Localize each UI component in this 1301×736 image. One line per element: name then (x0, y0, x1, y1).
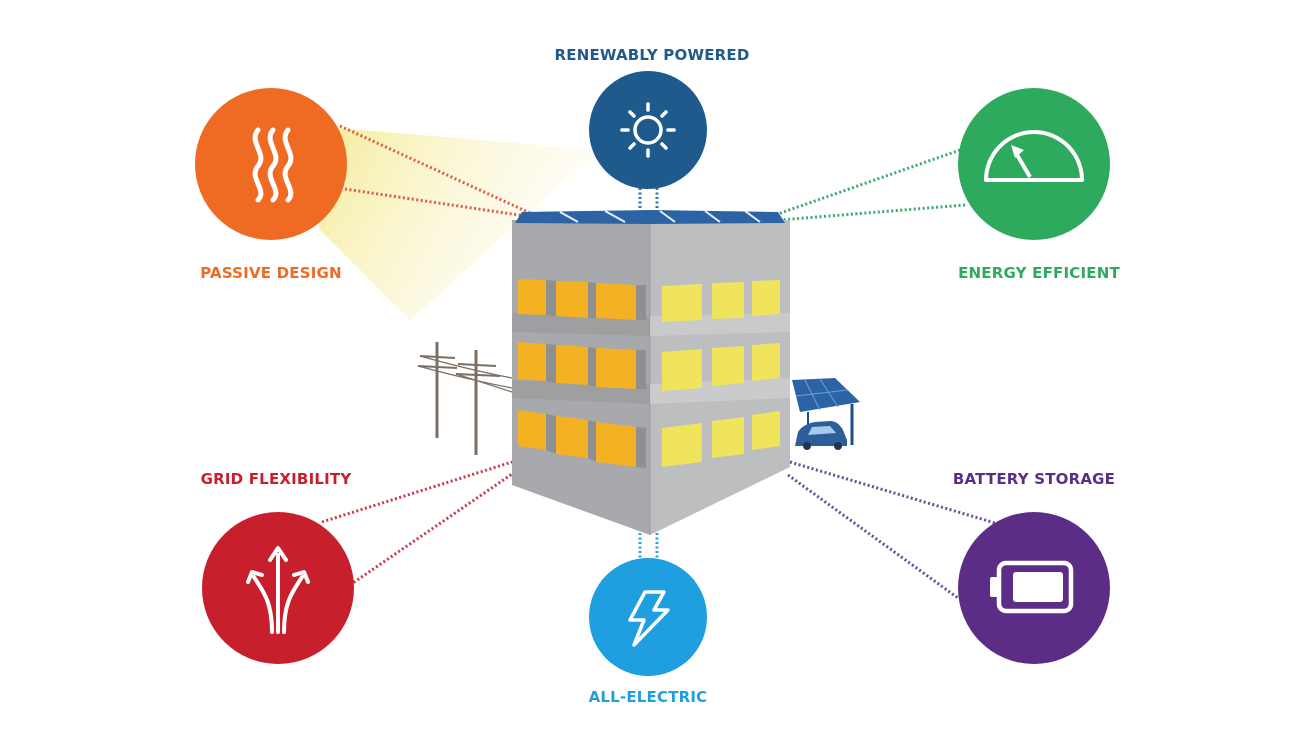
passive-connector-top (339, 124, 531, 215)
sun-icon (620, 102, 676, 158)
gauge-icon (984, 130, 1084, 182)
renewable-feature (589, 71, 707, 189)
branching-arrows-icon (246, 546, 310, 634)
battery-feature (958, 512, 1110, 664)
rooftop-solar-panels (515, 210, 785, 224)
passive-label: PASSIVE DESIGN (200, 264, 342, 282)
building-icon (512, 210, 790, 535)
grid-feature (202, 512, 354, 664)
car-icon (795, 421, 847, 450)
left-windows (518, 279, 636, 467)
efficient-circle (958, 88, 1110, 240)
connector-lines (321, 124, 996, 600)
battery-icon (990, 560, 1074, 614)
efficient-connector-bottom (779, 203, 966, 222)
efficient-connector-top (774, 148, 961, 217)
right-windows (662, 280, 780, 467)
passive-circle (195, 88, 347, 240)
grid-label: GRID FLEXIBILITY (200, 470, 352, 488)
electric-feature (589, 558, 707, 676)
power-pole-icon (417, 342, 513, 455)
efficient-label: ENERGY EFFICIENT (958, 264, 1120, 282)
solar-carport-icon (792, 378, 860, 445)
efficient-feature (958, 88, 1110, 240)
grid-connector-top (321, 460, 513, 524)
battery-label: BATTERY STORAGE (952, 470, 1116, 488)
renewable-label: RENEWABLY POWERED (554, 46, 750, 64)
electric-circle (589, 558, 707, 676)
battery-connector-bottom (787, 473, 959, 600)
lightning-bolt-icon (628, 590, 670, 647)
passive-feature (195, 88, 347, 240)
renewable-circle (589, 71, 707, 189)
passive-connector-bottom (344, 187, 526, 218)
sunlight-beam (300, 125, 600, 320)
electric-label: ALL-ELECTRIC (588, 688, 708, 706)
heat-waves-icon (252, 127, 294, 203)
grid-connector-bottom (349, 470, 516, 587)
